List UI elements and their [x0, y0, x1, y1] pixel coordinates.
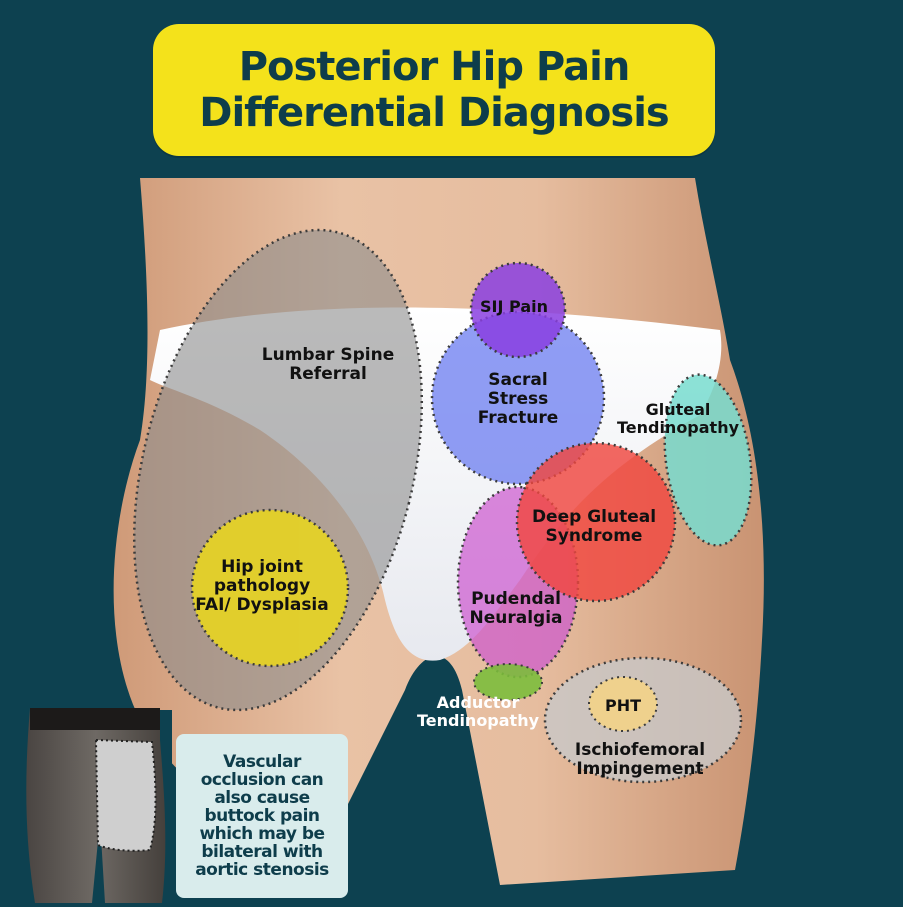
label-pudendal-1: Pudendal	[471, 589, 561, 609]
label-deep-gluteal-1: Deep Gluteal	[532, 507, 656, 527]
note-line-3: also cause	[214, 788, 310, 808]
region-hip-joint	[190, 508, 350, 668]
title-banner: Posterior Hip Pain Differential Diagnosi…	[153, 24, 715, 156]
label-lumbar-spine-1: Lumbar Spine	[262, 345, 394, 365]
region-sacral-stress-fracture	[430, 310, 606, 486]
note-line-6: bilateral with	[201, 842, 323, 862]
region-gluteal-tendinopathy	[663, 373, 753, 547]
leggings-inset	[22, 708, 172, 903]
vascular-note: Vascular occlusion can also cause buttoc…	[176, 734, 348, 898]
label-hip-joint-3: FAI/ Dysplasia	[195, 595, 328, 615]
label-sacral-3: Fracture	[478, 408, 559, 428]
title-line-2: Differential Diagnosis	[199, 90, 669, 136]
region-sij-pain	[469, 261, 567, 359]
label-hip-joint-2: pathology	[214, 576, 310, 596]
label-adductor-2: Tendinopathy	[417, 711, 540, 730]
label-deep-gluteal-2: Syndrome	[546, 526, 643, 546]
note-line-1: Vascular	[223, 752, 301, 772]
region-pht	[588, 676, 658, 732]
label-sacral-1: Sacral	[488, 370, 547, 390]
label-pudendal-2: Neuralgia	[469, 608, 562, 628]
label-gluteal-tendinopathy-2: Tendinopathy	[617, 418, 740, 437]
note-line-4: buttock pain	[204, 806, 320, 826]
note-line-7: aortic stenosis	[195, 860, 329, 880]
label-adductor-1: Adductor	[437, 693, 520, 712]
label-sij-pain: SIJ Pain	[480, 297, 548, 316]
label-sacral-2: Stress	[488, 389, 549, 409]
label-gluteal-tendinopathy-1: Gluteal	[646, 400, 711, 419]
label-lumbar-spine-2: Referral	[289, 364, 367, 384]
label-ischiofemoral-2: Impingement	[576, 759, 703, 779]
label-hip-joint-1: Hip joint	[221, 557, 303, 577]
label-pht: PHT	[605, 696, 641, 715]
region-deep-gluteal-syndrome	[515, 441, 677, 603]
title-line-1: Posterior Hip Pain	[238, 44, 631, 90]
label-ischiofemoral-1: Ischiofemoral	[575, 740, 705, 760]
region-adductor-tendinopathy	[473, 663, 543, 701]
note-line-5: which may be	[199, 824, 325, 844]
note-line-2: occlusion can	[200, 770, 324, 790]
